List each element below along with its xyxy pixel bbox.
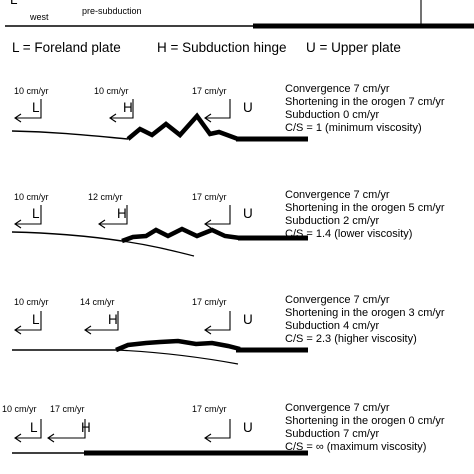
legend: L = Foreland plate H = Subduction hinge … bbox=[12, 40, 401, 55]
label-L: L bbox=[32, 206, 40, 221]
velocity-U: 17 cm/yr bbox=[192, 297, 227, 307]
arrow-U bbox=[204, 419, 231, 443]
panel-1: 10 cm/yr 10 cm/yr 17 cm/yr L H U Converg… bbox=[11, 83, 445, 142]
desc-line-4: C/S = 1 (minimum viscosity) bbox=[285, 122, 422, 134]
desc-line-3: Subduction 4 cm/yr bbox=[285, 320, 379, 332]
orogen bbox=[126, 112, 239, 142]
label-U: U bbox=[243, 206, 253, 221]
velocity-L: 10 cm/yr bbox=[14, 192, 49, 202]
desc-line-4: C/S = ∞ (maximum viscosity) bbox=[285, 441, 426, 453]
desc-line-3: Subduction 7 cm/yr bbox=[285, 428, 379, 440]
desc-line-2: Shortening in the orogen 0 cm/yr bbox=[285, 415, 445, 427]
label-L: L bbox=[30, 420, 38, 435]
label-H: H bbox=[117, 206, 127, 221]
orogen bbox=[115, 338, 241, 353]
desc-line-4: C/S = 2.3 (higher viscosity) bbox=[285, 333, 417, 345]
arrow-L bbox=[14, 99, 42, 123]
desc-line-2: Shortening in the orogen 5 cm/yr bbox=[285, 202, 445, 214]
panel-3: 10 cm/yr 14 cm/yr 17 cm/yr L H U Converg… bbox=[12, 294, 445, 365]
arrow-U bbox=[204, 99, 231, 123]
desc-line-4: C/S = 1.4 (lower viscosity) bbox=[285, 228, 412, 240]
foreland-plate bbox=[11, 130, 129, 140]
arrow-L bbox=[14, 311, 42, 335]
label-U: U bbox=[243, 420, 253, 435]
label-L: L bbox=[32, 312, 40, 327]
subducting-slab bbox=[121, 240, 195, 257]
arrow-U bbox=[204, 311, 231, 335]
header-strip: L west pre-subduction bbox=[5, 0, 474, 29]
subducting-slab bbox=[115, 349, 239, 365]
legend-foreland: L = Foreland plate bbox=[12, 40, 121, 55]
label-U: U bbox=[243, 312, 253, 327]
label-L: L bbox=[32, 100, 40, 115]
velocity-U: 17 cm/yr bbox=[192, 404, 227, 414]
legend-hinge: H = Subduction hinge bbox=[157, 40, 286, 55]
label-H: H bbox=[108, 312, 118, 327]
arrow-H bbox=[109, 99, 134, 123]
velocity-L: 10 cm/yr bbox=[14, 297, 49, 307]
arrow-L bbox=[14, 419, 42, 443]
velocity-U: 17 cm/yr bbox=[192, 192, 227, 202]
panel-4: 10 cm/yr 17 cm/yr 17 cm/yr L H U Converg… bbox=[2, 402, 445, 456]
desc-line-2: Shortening in the orogen 3 cm/yr bbox=[285, 307, 445, 319]
arrow-H bbox=[84, 311, 119, 335]
desc-line-1: Convergence 7 cm/yr bbox=[285, 402, 390, 414]
label-H: H bbox=[123, 100, 133, 115]
velocity-H: 10 cm/yr bbox=[94, 86, 129, 96]
pre-subduction-label: pre-subduction bbox=[82, 6, 142, 16]
velocity-H: 17 cm/yr bbox=[50, 404, 85, 414]
orogen bbox=[121, 226, 241, 244]
desc-line-1: Convergence 7 cm/yr bbox=[285, 189, 390, 201]
desc-line-1: Convergence 7 cm/yr bbox=[285, 294, 390, 306]
desc-line-3: Subduction 2 cm/yr bbox=[285, 215, 379, 227]
arrow-L bbox=[14, 205, 42, 229]
velocity-L: 10 cm/yr bbox=[2, 404, 37, 414]
west-label: west bbox=[29, 12, 49, 22]
desc-line-3: Subduction 0 cm/yr bbox=[285, 109, 379, 121]
legend-upper: U = Upper plate bbox=[306, 40, 401, 55]
velocity-L: 10 cm/yr bbox=[14, 86, 49, 96]
velocity-U: 17 cm/yr bbox=[192, 86, 227, 96]
arrow-H bbox=[47, 419, 86, 443]
header-letter-L: L bbox=[10, 0, 18, 7]
desc-line-2: Shortening in the orogen 7 cm/yr bbox=[285, 96, 445, 108]
foreland-plate bbox=[11, 231, 123, 242]
arrow-U bbox=[204, 205, 231, 229]
label-H: H bbox=[81, 420, 91, 435]
velocity-H: 12 cm/yr bbox=[88, 192, 123, 202]
panel-2: 10 cm/yr 12 cm/yr 17 cm/yr L H U Converg… bbox=[11, 189, 445, 257]
desc-line-1: Convergence 7 cm/yr bbox=[285, 83, 390, 95]
arrow-H bbox=[98, 205, 128, 229]
label-U: U bbox=[243, 100, 253, 115]
velocity-H: 14 cm/yr bbox=[80, 297, 115, 307]
